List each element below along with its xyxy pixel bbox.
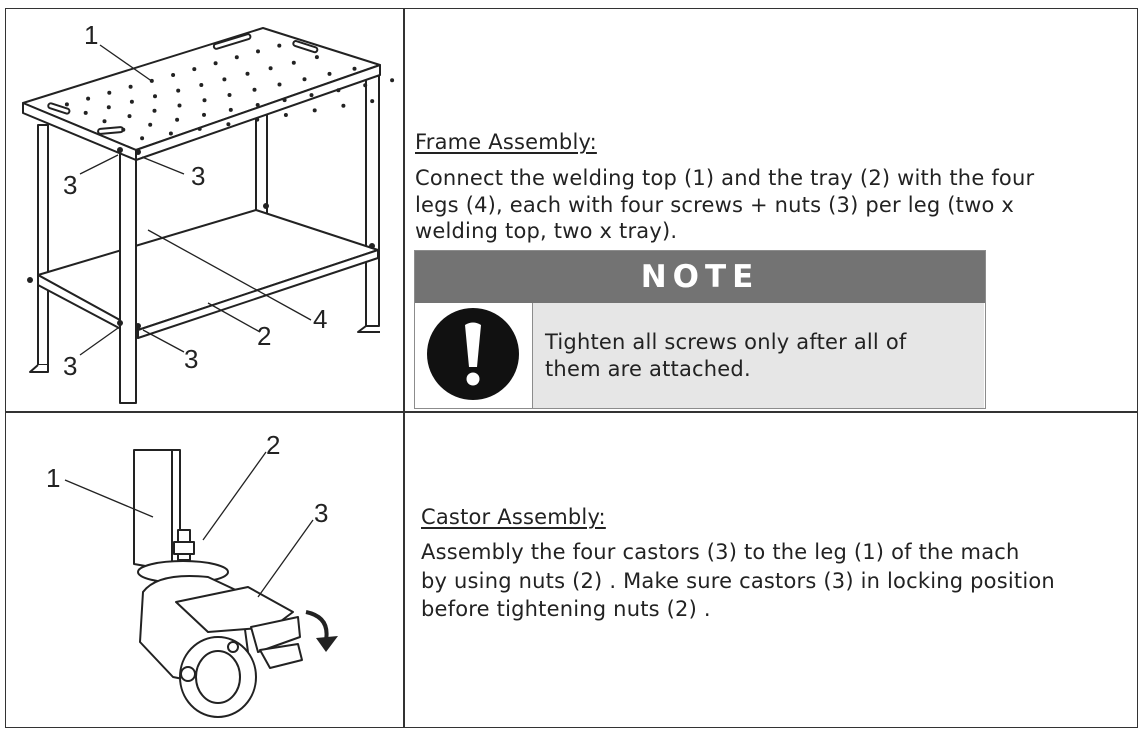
table-hole — [228, 107, 233, 112]
note-title: NOTE — [415, 251, 985, 303]
castor-assembly-heading: Castor Assembly: — [421, 505, 606, 529]
table-hole — [245, 71, 250, 76]
table-hole — [177, 103, 182, 108]
table-hole — [107, 90, 112, 95]
table-hole — [256, 49, 260, 54]
table-hole — [121, 127, 126, 132]
table-hole — [152, 108, 157, 113]
table-hole — [197, 126, 202, 131]
table-hole — [192, 67, 197, 72]
label-screw-right-top: 3 — [191, 161, 205, 191]
table-hole — [140, 136, 145, 141]
table-hole — [86, 96, 91, 101]
row-divider — [6, 411, 1137, 413]
note-line-1: Tighten all screws only after all of — [545, 330, 907, 354]
frame-assembly-line-3: welding top, two x tray). — [415, 219, 678, 243]
instruction-table — [5, 8, 1138, 728]
table-hole — [282, 98, 287, 103]
table-hole — [277, 43, 282, 48]
table-hole — [312, 108, 317, 113]
table-hole — [106, 105, 111, 110]
table-hole — [171, 73, 176, 77]
table-hole — [129, 99, 134, 104]
table-hole — [226, 122, 231, 127]
table-hole — [341, 103, 346, 108]
table-hole — [390, 78, 395, 83]
table-hole — [336, 88, 341, 93]
label-nut: 2 — [266, 430, 280, 460]
label-tray: 2 — [257, 321, 271, 351]
exclamation-icon — [427, 308, 519, 400]
table-hole — [199, 83, 204, 87]
table-hole — [252, 87, 257, 92]
note-line-2: them are attached. — [545, 357, 751, 381]
label-screw-left-top: 3 — [63, 170, 77, 200]
table-hole — [222, 77, 227, 82]
table-hole — [127, 114, 132, 119]
castor-assembly-line-1: Assembly the four castors (3) to the leg… — [421, 540, 1020, 564]
table-hole — [314, 55, 319, 60]
label-leg: 4 — [313, 304, 327, 334]
table-hole — [176, 88, 181, 93]
table-hole — [83, 110, 88, 115]
table-hole — [268, 66, 273, 71]
frame-assembly-line-1: Connect the welding top (1) and the tray… — [415, 166, 1035, 190]
table-hole — [168, 131, 173, 136]
table-hole — [128, 84, 133, 89]
frame-assembly-figure: 1 3 3 3 3 2 4 — [8, 10, 398, 405]
note-icon-cell — [415, 303, 533, 408]
table-hole — [102, 119, 107, 124]
table-hole — [234, 55, 239, 60]
table-hole — [255, 103, 260, 107]
frame-assembly-line-2: legs (4), each with four screws + nuts (… — [415, 192, 1015, 217]
frame-assembly-text: Connect the welding top (1) and the tray… — [415, 165, 1034, 245]
table-hole — [153, 94, 157, 99]
table-hole — [148, 122, 153, 127]
rotation-arrow-icon — [305, 610, 329, 641]
table-hole — [227, 93, 232, 97]
table-hole — [352, 66, 357, 71]
label-screw-right-bottom: 3 — [184, 344, 198, 374]
column-divider — [403, 9, 405, 727]
label-leg: 1 — [46, 463, 60, 493]
castor-assembly-text: Assembly the four castors (3) to the leg… — [421, 538, 1055, 624]
note-text-cell: Tighten all screws only after all of the… — [533, 303, 984, 408]
table-hole — [64, 102, 69, 107]
note-box: NOTE Tighten all screws only after all o… — [414, 250, 986, 409]
table-hole — [255, 117, 260, 122]
frame-assembly-heading: Frame Assembly: — [415, 130, 597, 154]
table-hole — [363, 83, 368, 88]
table-hole — [213, 61, 218, 66]
table-hole — [175, 117, 180, 122]
castor-assembly-line-3: before tightening nuts (2) . — [421, 597, 711, 621]
label-screw-left-bottom: 3 — [63, 351, 77, 381]
table-hole — [370, 99, 375, 104]
label-castor: 3 — [314, 498, 328, 528]
table-hole — [283, 113, 288, 117]
table-hole — [277, 82, 282, 87]
label-welding-top: 1 — [84, 20, 98, 50]
castor-assembly-figure: 1 2 3 — [8, 412, 398, 724]
table-hole — [202, 98, 207, 103]
table-hole — [309, 93, 314, 98]
castor-assembly-line-2: by using nuts (2) . Make sure castors (3… — [421, 568, 1055, 593]
table-hole — [327, 71, 332, 76]
table-hole — [302, 77, 307, 82]
table-hole — [202, 112, 206, 117]
note-text: Tighten all screws only after all of the… — [545, 329, 906, 383]
table-hole — [291, 60, 296, 65]
